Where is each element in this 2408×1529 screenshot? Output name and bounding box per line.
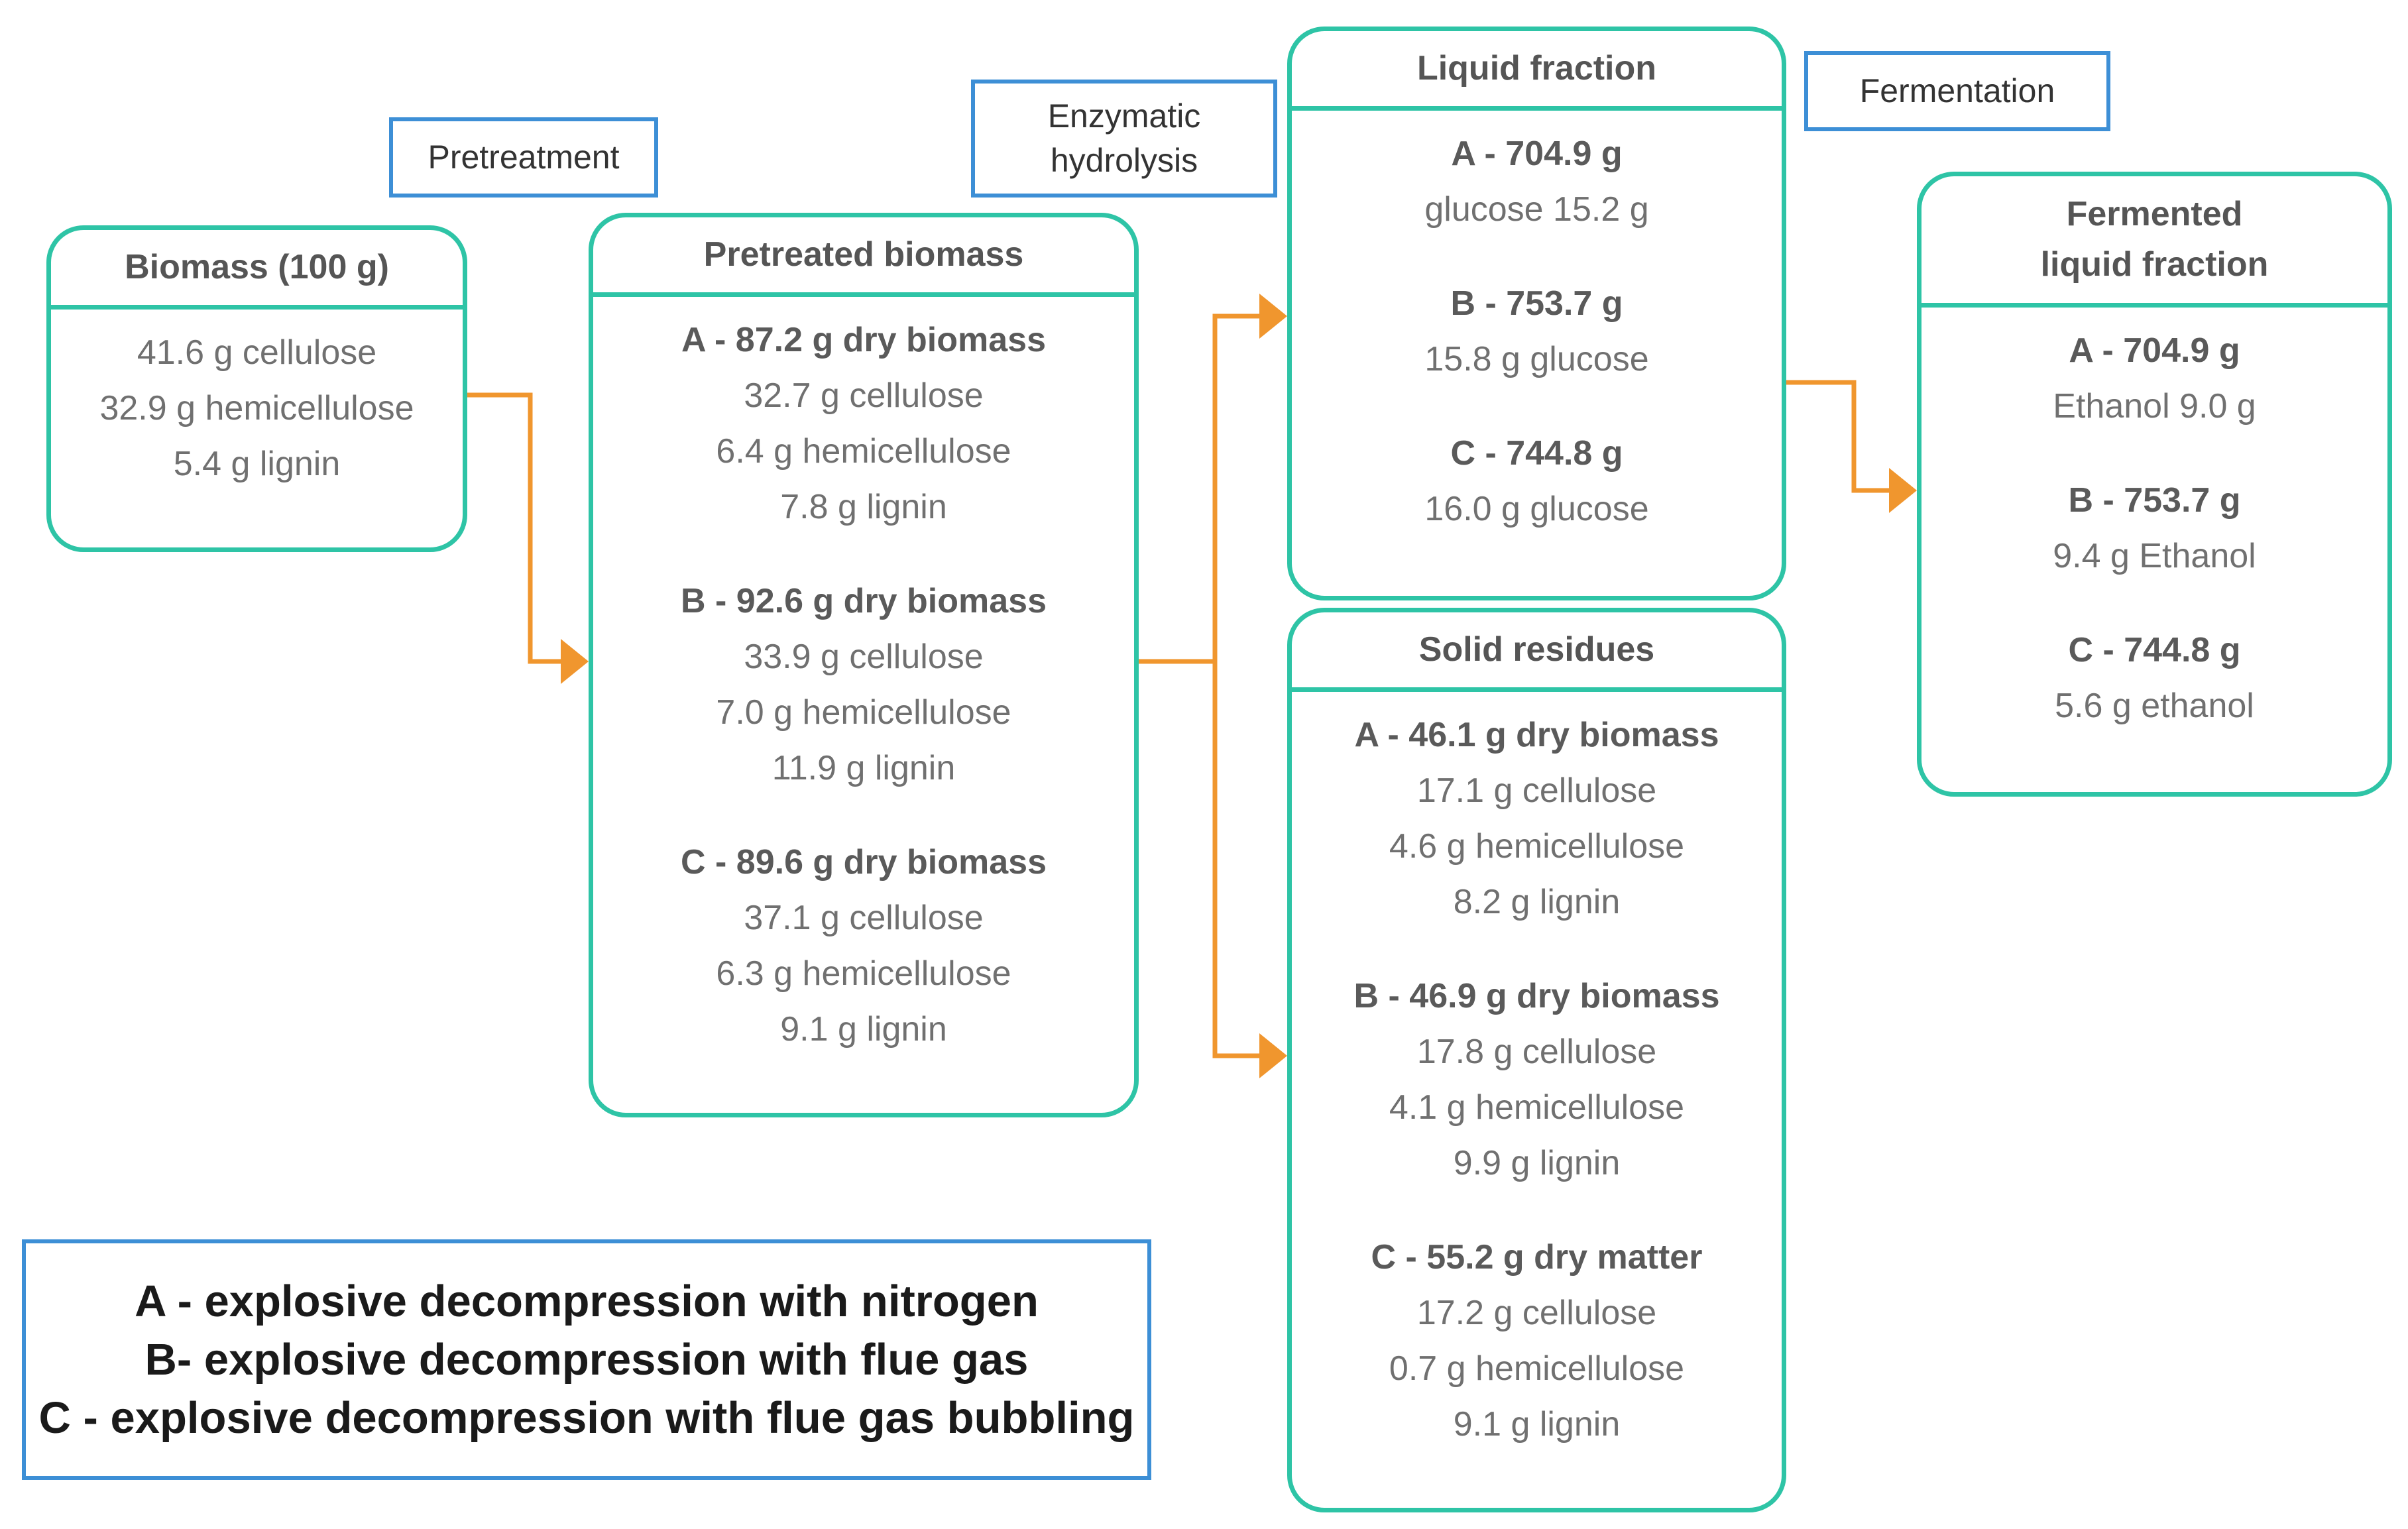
group-heading: A - 704.9 g <box>1451 135 1623 173</box>
group-line: 0.7 g hemicellulose <box>1389 1349 1685 1388</box>
biomass-title: Biomass (100 g) <box>125 247 389 286</box>
group-heading: B - 92.6 g dry biomass <box>681 582 1047 620</box>
liquid-group-a: A - 704.9 g glucose 15.2 g <box>1424 126 1648 237</box>
group-line: 7.8 g lignin <box>780 488 947 526</box>
enzymatic-label-line1: Enzymatic <box>1047 97 1201 135</box>
arrow-biomass-to-pretreated <box>467 392 562 664</box>
group-line: 9.4 g Ethanol <box>2053 537 2256 575</box>
fermented-liquid-box: Fermented liquid fraction A - 704.9 g Et… <box>1917 172 2392 797</box>
biomass-box: Biomass (100 g) 41.6 g cellulose 32.9 g … <box>46 225 467 552</box>
group-line: 7.0 g hemicellulose <box>716 693 1011 732</box>
biomass-line: 32.9 g hemicellulose <box>99 389 414 427</box>
fermented-group-a: A - 704.9 g Ethanol 9.0 g <box>2053 323 2256 434</box>
group-line: 17.1 g cellulose <box>1416 771 1657 810</box>
biomass-header: Biomass (100 g) <box>51 230 463 310</box>
solid-residues-box: Solid residues A - 46.1 g dry biomass 17… <box>1287 608 1786 1512</box>
pretreated-group-b: B - 92.6 g dry biomass 33.9 g cellulose … <box>681 573 1047 796</box>
fermented-group-c: C - 744.8 g 5.6 g ethanol <box>2055 622 2254 734</box>
enzymatic-label-line2: hydrolysis <box>1050 142 1198 179</box>
arrowhead-fermented <box>1889 468 1917 513</box>
fermentation-label-text: Fermentation <box>1859 72 2055 109</box>
group-line: 9.1 g lignin <box>780 1010 947 1048</box>
pretreatment-label: Pretreatment <box>389 117 658 198</box>
enzymatic-hydrolysis-label: Enzymatic hydrolysis <box>971 80 1277 198</box>
arrowhead-liquid <box>1259 294 1287 339</box>
group-heading: C - 55.2 g dry matter <box>1371 1238 1703 1276</box>
liquid-fraction-box: Liquid fraction A - 704.9 g glucose 15.2… <box>1287 27 1786 600</box>
fermented-title-line2: liquid fraction <box>2040 245 2269 284</box>
legend-box: A - explosive decompression with nitroge… <box>22 1239 1151 1480</box>
liquid-title: Liquid fraction <box>1416 48 1657 87</box>
solid-group-b: B - 46.9 g dry biomass 17.8 g cellulose … <box>1354 968 1720 1191</box>
pretreated-biomass-box: Pretreated biomass A - 87.2 g dry biomas… <box>589 213 1139 1117</box>
liquid-group-c: C - 744.8 g 16.0 g glucose <box>1424 425 1648 537</box>
legend-line-c: C - explosive decompression with flue ga… <box>38 1392 1135 1443</box>
pretreated-group-a: A - 87.2 g dry biomass 32.7 g cellulose … <box>681 312 1046 535</box>
arrow-split-to-solid <box>1212 661 1261 1058</box>
group-line: 4.1 g hemicellulose <box>1389 1088 1685 1127</box>
group-line: glucose 15.2 g <box>1424 190 1649 229</box>
solid-group-c: C - 55.2 g dry matter 17.2 g cellulose 0… <box>1371 1229 1703 1452</box>
fermented-title-line1: Fermented <box>2066 195 2243 234</box>
group-line: 8.2 g lignin <box>1453 883 1621 921</box>
group-line: Ethanol 9.0 g <box>2053 387 2256 425</box>
solid-header: Solid residues <box>1292 612 1782 692</box>
pretreated-title: Pretreated biomass <box>703 235 1024 274</box>
pretreated-group-c: C - 89.6 g dry biomass 37.1 g cellulose … <box>681 834 1047 1057</box>
group-line: 4.6 g hemicellulose <box>1389 827 1685 866</box>
group-heading: A - 704.9 g <box>2069 331 2240 370</box>
group-heading: B - 46.9 g dry biomass <box>1353 977 1720 1015</box>
fermented-group-b: B - 753.7 g 9.4 g Ethanol <box>2053 473 2256 584</box>
arrowhead-pretreated <box>561 639 589 684</box>
biomass-line: 5.4 g lignin <box>173 445 341 483</box>
group-line: 11.9 g lignin <box>772 749 956 787</box>
group-line: 9.1 g lignin <box>1453 1405 1621 1444</box>
solid-group-a: A - 46.1 g dry biomass 17.1 g cellulose … <box>1354 707 1719 930</box>
pretreated-header: Pretreated biomass <box>593 217 1134 297</box>
group-heading: A - 46.1 g dry biomass <box>1354 716 1719 754</box>
group-line: 37.1 g cellulose <box>744 899 984 937</box>
group-line: 5.6 g ethanol <box>2055 687 2254 725</box>
group-line: 16.0 g glucose <box>1424 490 1649 528</box>
group-line: 32.7 g cellulose <box>744 376 984 415</box>
liquid-header: Liquid fraction <box>1292 31 1782 111</box>
group-line: 6.4 g hemicellulose <box>716 432 1011 471</box>
group-line: 17.8 g cellulose <box>1416 1033 1657 1071</box>
legend-line-b: B- explosive decompression with flue gas <box>144 1334 1029 1385</box>
arrowhead-solid <box>1259 1033 1287 1078</box>
pretreatment-label-text: Pretreatment <box>428 138 620 176</box>
group-line: 33.9 g cellulose <box>744 638 984 676</box>
fermented-header: Fermented liquid fraction <box>1921 176 2387 308</box>
group-heading: B - 753.7 g <box>1450 284 1623 323</box>
group-heading: C - 744.8 g <box>1450 434 1623 473</box>
solid-title: Solid residues <box>1418 630 1655 669</box>
group-heading: C - 744.8 g <box>2068 631 2241 669</box>
group-heading: B - 753.7 g <box>2068 481 2241 520</box>
arrow-liquid-to-fermented <box>1786 380 1890 493</box>
liquid-group-b: B - 753.7 g 15.8 g glucose <box>1424 276 1648 387</box>
group-heading: C - 89.6 g dry biomass <box>681 843 1047 881</box>
group-line: 15.8 g glucose <box>1424 340 1649 378</box>
biomass-line: 41.6 g cellulose <box>137 333 377 372</box>
legend-line-a: A - explosive decompression with nitroge… <box>135 1276 1039 1326</box>
group-line: 6.3 g hemicellulose <box>716 954 1011 993</box>
group-heading: A - 87.2 g dry biomass <box>681 321 1047 359</box>
fermentation-label: Fermentation <box>1804 51 2110 131</box>
group-line: 9.9 g lignin <box>1453 1144 1621 1182</box>
arrow-split-to-liquid <box>1212 313 1261 661</box>
group-line: 17.2 g cellulose <box>1416 1294 1657 1332</box>
